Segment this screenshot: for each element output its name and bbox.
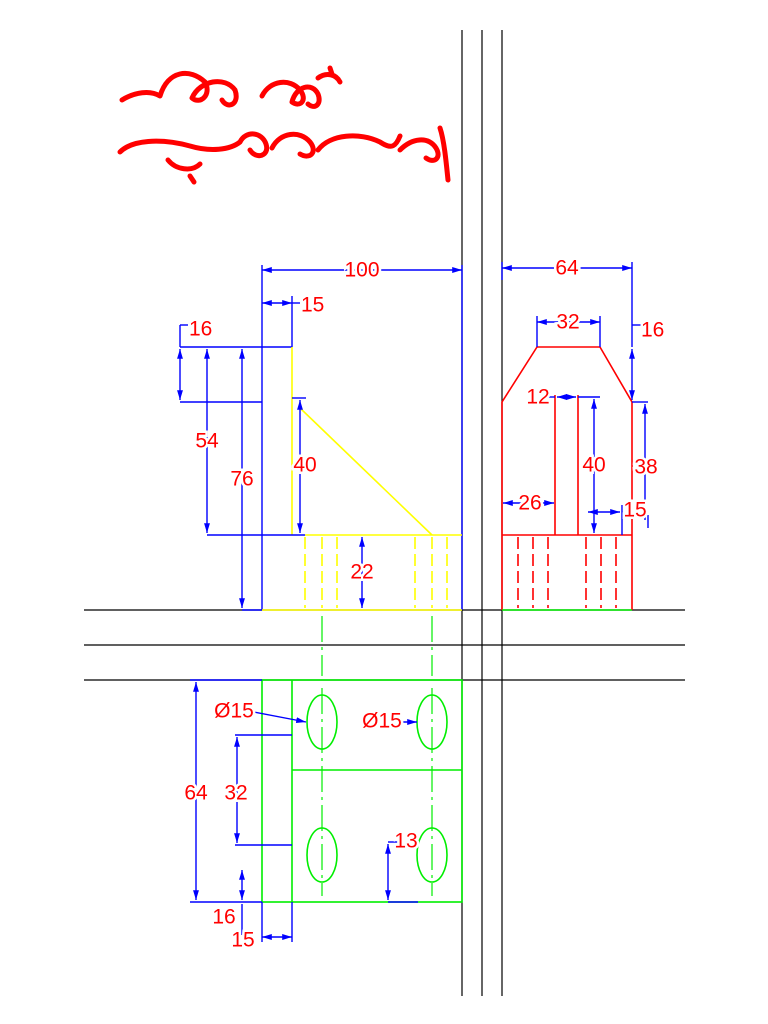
front-dim-22: 22 [350, 561, 373, 584]
side-dim-38: 38 [634, 456, 657, 479]
side-dim-32: 32 [556, 311, 579, 334]
top-dim-32: 32 [224, 782, 247, 805]
top-view: 64 32 Ø15 Ø15 13 16 15 [182, 679, 463, 954]
top-dim-16: 16 [212, 906, 235, 929]
side-dim-12: 12 [526, 386, 549, 409]
side-dim-15: 15 [623, 499, 646, 522]
side-view: 64 32 16 12 40 38 26 15 [501, 254, 667, 611]
front-dim-15: 15 [301, 294, 324, 317]
top-dim-13: 13 [394, 830, 417, 853]
front-dim-16: 16 [189, 318, 212, 341]
front-dim-54: 54 [195, 430, 219, 453]
top-dim-hole-right: Ø15 [362, 710, 402, 733]
top-dim-hole-left-leader [253, 711, 307, 724]
side-dim-26: 26 [518, 492, 541, 515]
front-dim-100: 100 [344, 259, 379, 282]
side-dim-64: 64 [555, 257, 579, 280]
side-dim-40: 40 [582, 454, 605, 477]
projection-lines [84, 30, 685, 996]
handwritten-note [117, 65, 451, 185]
side-dim-16: 16 [641, 319, 664, 342]
top-dim-64: 64 [184, 782, 208, 805]
front-dim-40: 40 [293, 454, 316, 477]
top-dim-15: 15 [231, 929, 254, 952]
top-dim-hole-left: Ø15 [214, 700, 254, 723]
front-dim-76: 76 [230, 468, 253, 491]
front-view: 100 15 16 54 76 40 22 [177, 256, 463, 676]
